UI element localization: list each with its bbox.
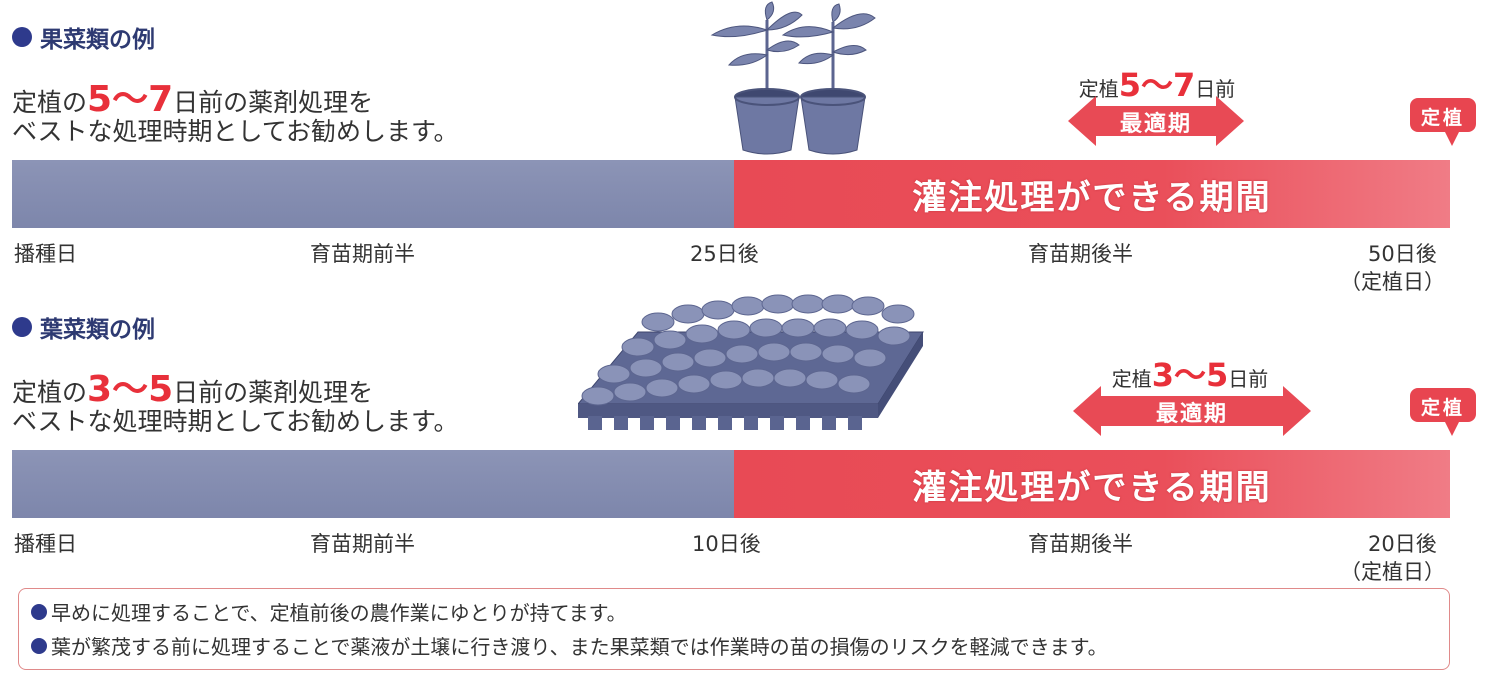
tick-first-half: 育苗期前半 — [310, 242, 415, 266]
drench-period-bar: 灌注処理ができる期間 — [734, 450, 1450, 518]
optimal-timing-label: 定植5～7日前 — [1078, 66, 1236, 104]
bullet-icon — [12, 317, 32, 337]
tick-second-half: 育苗期後半 — [1028, 242, 1133, 266]
planting-badge: 定植 — [1410, 98, 1476, 146]
section-title: 果菜類の例 — [12, 20, 155, 54]
double-arrow-icon — [1073, 386, 1311, 436]
fruit-vegetable-section: 果菜類の例 定植の5～7日前の薬剤処理を ベストな処理時期としてお勧めします。 — [0, 0, 1500, 294]
seedling-tray-icon — [578, 294, 924, 430]
optimal-period-arrow: 最適期 — [1073, 386, 1311, 436]
note-item: 葉が繁茂する前に処理することで薬液が土壌に行き渡り、また果菜類では作業時の苗の損… — [31, 631, 1108, 660]
tick-sowing-day: 播種日 — [14, 532, 77, 556]
nursery-period-bar — [12, 450, 734, 518]
optimal-timing-label: 定植3～5日前 — [1111, 356, 1269, 394]
tick-sowing-day: 播種日 — [14, 242, 77, 266]
tick-end-sub: （定植日） — [1340, 560, 1445, 584]
tick-mid: 25日後 — [690, 242, 759, 266]
double-arrow-icon — [1068, 96, 1244, 146]
tick-second-half: 育苗期後半 — [1028, 532, 1133, 556]
lead-text-line1: 定植の3～5日前の薬剤処理を — [12, 369, 374, 410]
section-title: 葉菜類の例 — [12, 310, 155, 344]
bullet-icon — [31, 637, 47, 654]
notes-box: 早めに処理することで、定植前後の農作業にゆとりが持てます。 葉が繁茂する前に処理… — [18, 588, 1450, 670]
bullet-icon — [12, 27, 32, 47]
note-item: 早めに処理することで、定植前後の農作業にゆとりが持てます。 — [31, 597, 627, 626]
potted-seedlings-icon — [710, 1, 876, 155]
bullet-icon — [31, 603, 47, 620]
leaf-vegetable-section: 葉菜類の例 定植の3～5日前の薬剤処理を ベストな処理時期としてお勧めします。 — [0, 290, 1500, 584]
tick-end: 20日後 — [1368, 532, 1437, 556]
tick-first-half: 育苗期前半 — [310, 532, 415, 556]
tick-mid: 10日後 — [692, 532, 761, 556]
lead-text-line2: ベストな処理時期としてお勧めします。 — [12, 407, 459, 436]
nursery-period-bar — [12, 160, 734, 228]
tick-end-sub: （定植日） — [1340, 270, 1445, 294]
lead-text-line2: ベストな処理時期としてお勧めします。 — [12, 117, 459, 146]
lead-text-line1: 定植の5～7日前の薬剤処理を — [12, 79, 374, 120]
drench-period-bar: 灌注処理ができる期間 — [734, 160, 1450, 228]
planting-badge: 定植 — [1410, 388, 1476, 436]
tick-end: 50日後 — [1368, 242, 1437, 266]
optimal-period-arrow: 最適期 — [1068, 96, 1244, 146]
